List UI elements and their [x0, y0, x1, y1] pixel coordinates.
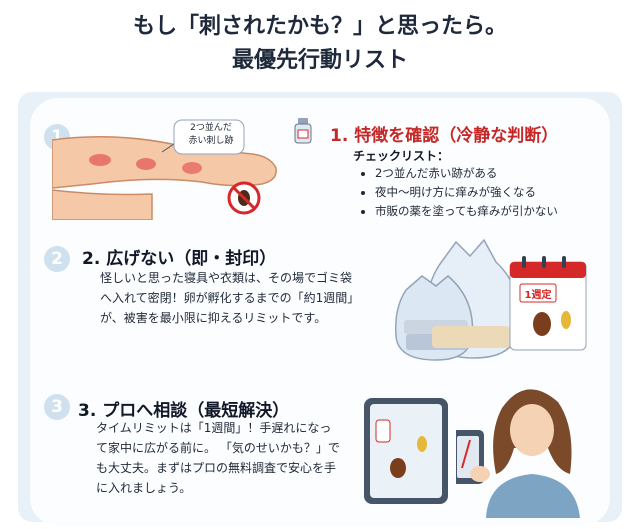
calendar-label: 1週定: [524, 290, 552, 301]
title-line-2: 最優先行動リスト: [231, 48, 408, 73]
bite-mark: [182, 162, 202, 174]
bedbug-icon: [390, 458, 406, 478]
page-title: もし「刺されたかも？」と思ったら。 最優先行動リスト: [0, 10, 640, 78]
step-3-heading: 3. プロへ相談（最短解決）: [78, 401, 290, 421]
bedbug-icon: [533, 312, 551, 336]
step-1-heading: 1. 特徴を確認（冷静な判断）: [330, 126, 559, 146]
step-2-badge: 2: [44, 246, 70, 272]
calendar-illustration: [509, 256, 587, 351]
tablet-illustration: [364, 398, 448, 504]
step-2-heading: 2. 広げない（即・封印）: [82, 249, 277, 269]
sealed-bag-illustration: [394, 238, 520, 361]
egg-icon: [561, 311, 571, 329]
list-item: 市販の薬を塗っても痒みが引かない: [375, 202, 558, 221]
step-3-body: タイムリミットは「1週間」！手遅れになって家中に広がる前に。 「気のせいかも？」…: [96, 421, 340, 495]
person-with-phone-illustration: [456, 389, 580, 518]
no-insect-icon: [227, 181, 261, 215]
checklist: 2つ並んだ赤い跡がある 夜中〜明け方に痒みが強くなる 市販の薬を塗っても痒みが引…: [353, 164, 558, 221]
title-line-1: もし「刺されたかも？」と思ったら。: [132, 14, 507, 39]
egg-icon: [417, 436, 427, 452]
arm-illustration: [52, 119, 277, 220]
arm-label: 2つ並んだ 赤い刺し跡: [188, 123, 234, 146]
medicine-bottle-icon: [294, 118, 312, 144]
spray-icon: [375, 419, 391, 443]
step-2-body: 怪しいと思った寝具や衣類は、その場でゴミ袋へ入れて密閉！卵が孵化するまでの「約1…: [100, 271, 354, 325]
checklist-title: チェックリスト：: [353, 149, 450, 163]
list-item: 2つ並んだ赤い跡がある: [375, 164, 558, 183]
bite-mark: [89, 154, 111, 166]
bite-mark: [136, 158, 156, 170]
step-3-badge: 3: [44, 394, 70, 420]
list-item: 夜中〜明け方に痒みが強くなる: [375, 183, 558, 202]
